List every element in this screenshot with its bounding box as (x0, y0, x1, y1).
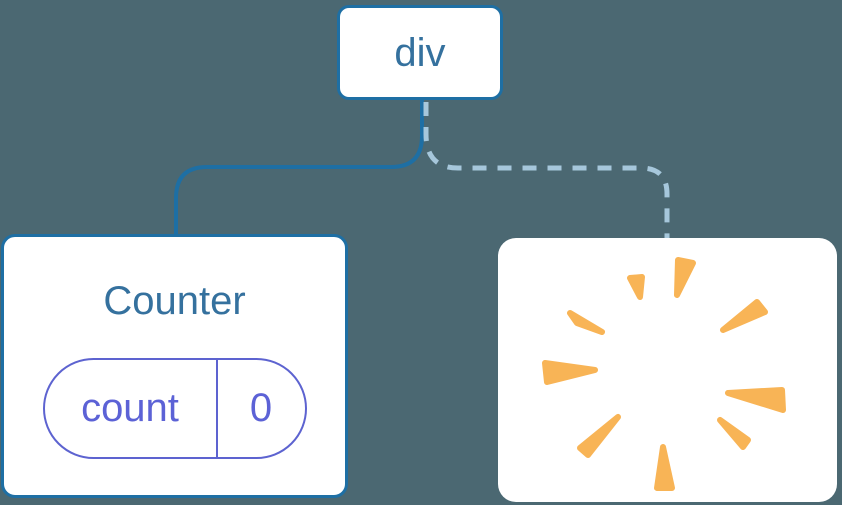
removed-component-card (498, 238, 837, 502)
state-value-label: 0 (249, 386, 273, 430)
root-node-div: div (337, 5, 503, 100)
counter-title: Counter (103, 279, 246, 323)
root-node-label: div (394, 30, 446, 75)
poof-burst-icon (542, 257, 786, 491)
solid-connector-line (174, 100, 424, 234)
state-pill: count 0 (42, 358, 307, 459)
counter-component-card: Counter count 0 (1, 234, 348, 498)
state-key-label: count (45, 360, 218, 457)
dashed-connector-line (423, 102, 670, 238)
